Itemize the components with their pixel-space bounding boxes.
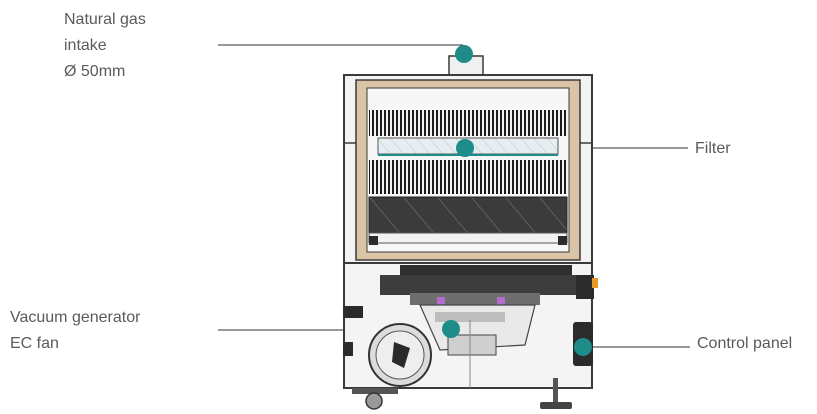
castor-wheel	[365, 392, 383, 410]
activated-carbon-block	[368, 196, 568, 234]
vacuum-marker	[442, 320, 460, 338]
lower-brush	[369, 160, 567, 194]
control-panel-label: Control panel	[697, 335, 793, 352]
vacuum-line-2: EC fan	[10, 335, 59, 352]
machine-base	[343, 262, 598, 410]
vacuum-label: Vacuum generator EC fan	[10, 305, 140, 357]
filter-housing	[343, 74, 593, 266]
gas-intake-line-2: intake	[64, 37, 107, 54]
filter-label: Filter	[695, 140, 731, 157]
gas-intake-label: Natural gas intake Ø 50mm	[64, 7, 146, 85]
filter-marker	[456, 139, 474, 157]
vacuum-line-1: Vacuum generator	[10, 309, 141, 326]
gas-intake-line-3: Ø 50mm	[64, 63, 126, 80]
gas-intake-line-1: Natural gas	[64, 11, 146, 28]
gas-intake-marker	[455, 45, 473, 63]
upper-brush	[369, 110, 567, 136]
control-panel-marker	[574, 338, 592, 356]
orange-fitting	[592, 278, 598, 288]
